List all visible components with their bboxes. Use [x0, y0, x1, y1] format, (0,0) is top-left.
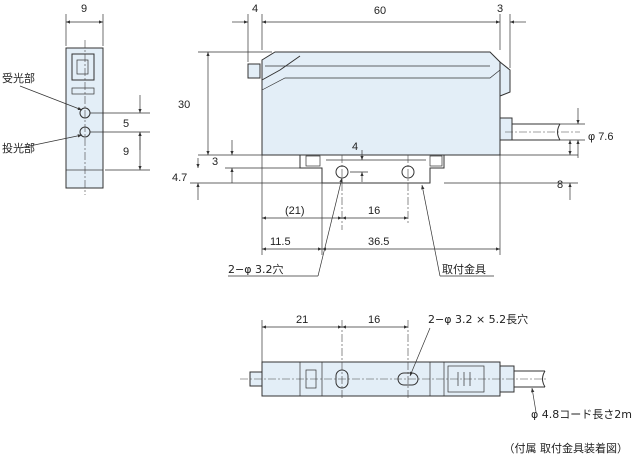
dim-bottom-21: 21 — [296, 314, 308, 326]
label-emitter: 投光部 — [2, 141, 35, 155]
dim-bottom-16: 16 — [368, 314, 380, 326]
dim-front-length: 60 — [374, 5, 386, 17]
label-holes: 2−φ 3.2穴 — [228, 262, 283, 276]
dim-hole-depth: 4 — [352, 141, 358, 153]
dim-hole-pitch: 16 — [368, 205, 380, 217]
dim-lens-lower: 9 — [123, 146, 129, 158]
label-cord: φ 4.8コード長さ2m — [531, 408, 632, 421]
front-view: 4 60 3 30 3 4.7 4 φ 7.6 8 — [172, 3, 613, 277]
mounting-bracket — [299, 155, 445, 184]
side-view: 9 受光部 投光部 5 9 — [2, 3, 150, 195]
side-view-slot — [71, 87, 95, 95]
dim-front-top-left: 4 — [252, 3, 258, 15]
dim-lens-spacing: 5 — [123, 118, 129, 130]
label-bracket: 取付金具 — [442, 262, 486, 276]
dim-bracket-height: 3 — [212, 156, 218, 168]
dim-front-top-right: 3 — [497, 3, 503, 15]
dim-cord-height: 8 — [557, 179, 563, 191]
bottom-view: 21 16 2−φ 3.2 × 5.2長穴 φ 4.8コード長さ2m — [240, 312, 632, 421]
left-tab — [247, 63, 261, 79]
right-latch — [499, 60, 511, 97]
caption: （付属 取付金具装着図） — [504, 441, 629, 455]
dim-ref-21: (21) — [285, 205, 305, 217]
dim-front-height: 30 — [178, 99, 190, 111]
dim-cord-diameter: φ 7.6 — [588, 131, 613, 143]
side-view-base — [65, 169, 104, 189]
label-slots: 2−φ 3.2 × 5.2長穴 — [428, 312, 528, 326]
dim-bracket-offset: 4.7 — [172, 172, 187, 184]
cord-bushing — [499, 117, 513, 141]
dim-36-5: 36.5 — [368, 236, 389, 248]
amplifier-body — [261, 51, 501, 156]
side-view-cover — [71, 53, 95, 81]
label-receiver: 受光部 — [2, 71, 35, 85]
dim-11-5: 11.5 — [270, 236, 291, 248]
connector-detail — [447, 365, 485, 393]
dim-side-width: 9 — [81, 3, 87, 15]
side-view-indicator — [76, 59, 89, 75]
